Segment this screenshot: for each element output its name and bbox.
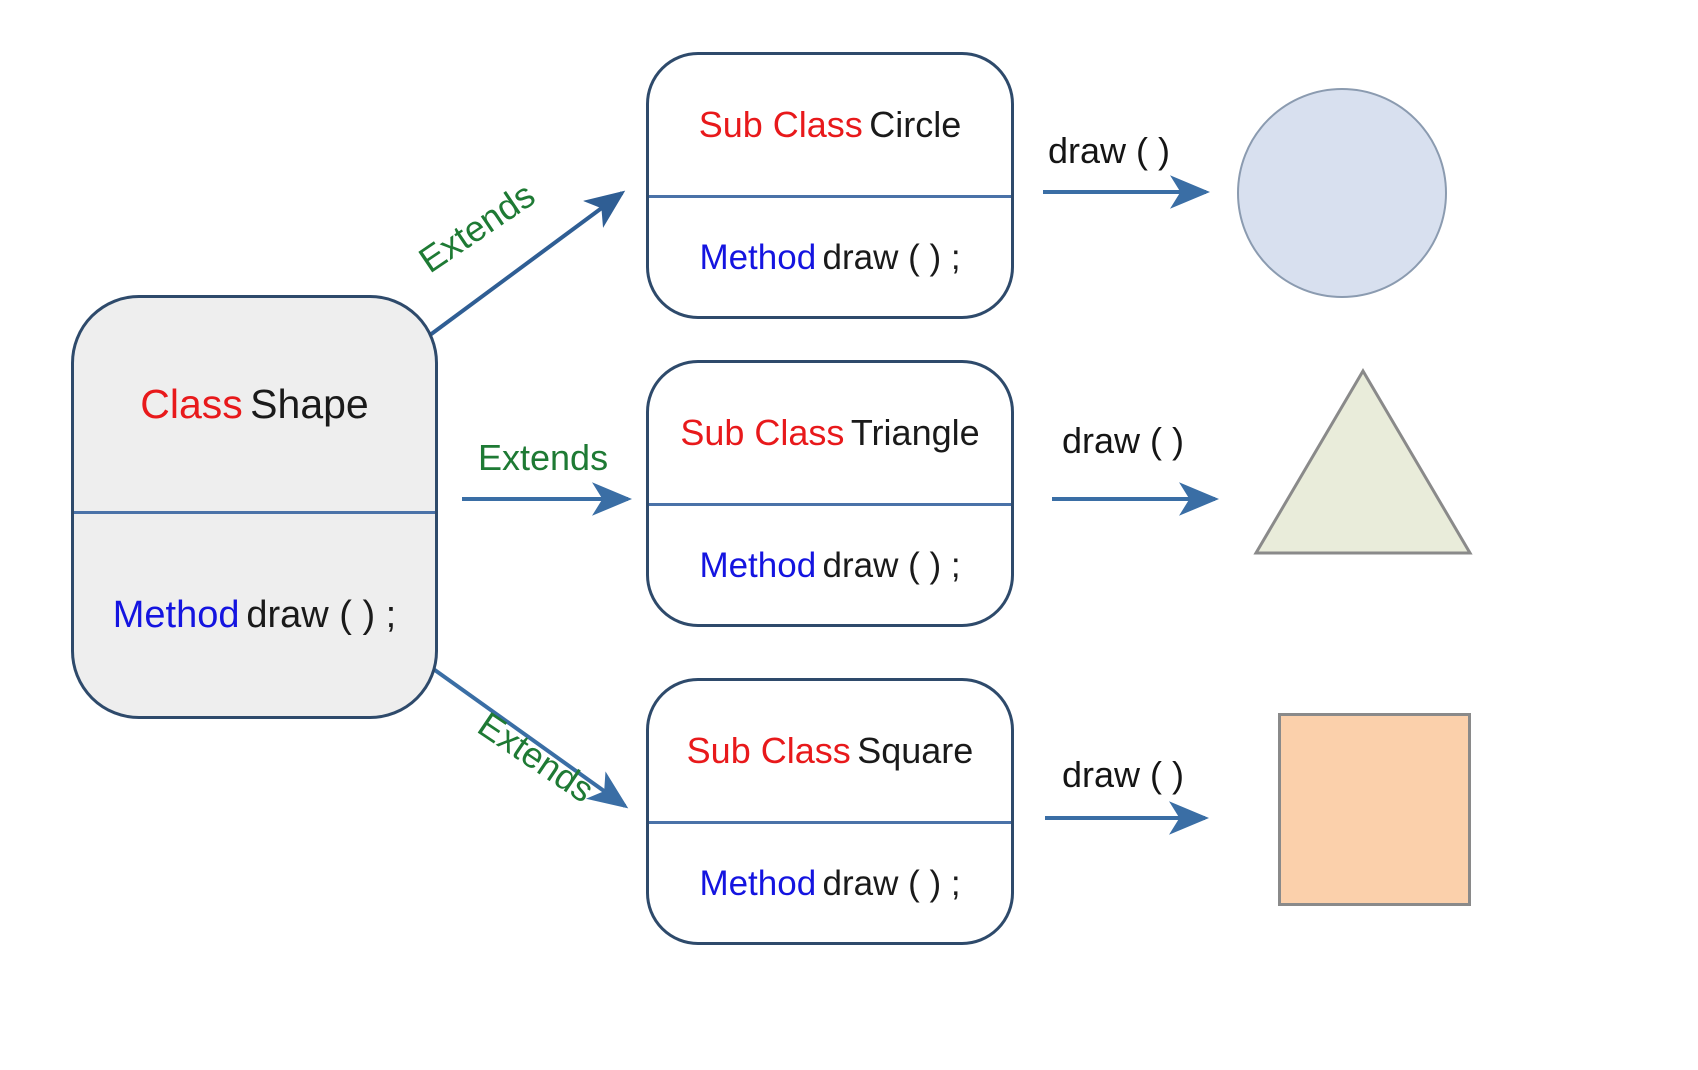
method-signature: draw ( ) ; <box>822 237 961 277</box>
method-signature: draw ( ) ; <box>822 545 961 585</box>
square-shape <box>1278 713 1471 906</box>
method-keyword: Method <box>699 863 817 903</box>
class-name: Shape <box>250 381 369 427</box>
triangle-shape <box>1253 368 1473 555</box>
method-keyword: Method <box>112 594 240 636</box>
method-signature: draw ( ) ; <box>822 863 961 903</box>
draw-call-label-triangle: draw ( ) <box>1062 420 1185 461</box>
circle-shape <box>1237 88 1447 298</box>
draw-call-label-square: draw ( ) <box>1062 754 1185 795</box>
draw-call-label-circle: draw ( ) <box>1048 130 1171 171</box>
method-signature: draw ( ) ; <box>246 594 397 636</box>
extends-label-circle: Extends <box>411 173 543 281</box>
extends-label-square: Extends <box>470 703 602 811</box>
subclass-keyword: Sub Class <box>698 104 863 145</box>
extends-label-triangle: Extends <box>478 437 609 478</box>
subclass-keyword: Sub Class <box>680 412 845 453</box>
subclass-name: Square <box>857 730 974 771</box>
subclass-name: Circle <box>869 104 962 145</box>
method-keyword: Method <box>699 545 817 585</box>
subclass-keyword: Sub Class <box>686 730 851 771</box>
method-keyword: Method <box>699 237 817 277</box>
subclass-name: Triangle <box>850 412 980 453</box>
class-keyword: Class <box>140 381 243 427</box>
